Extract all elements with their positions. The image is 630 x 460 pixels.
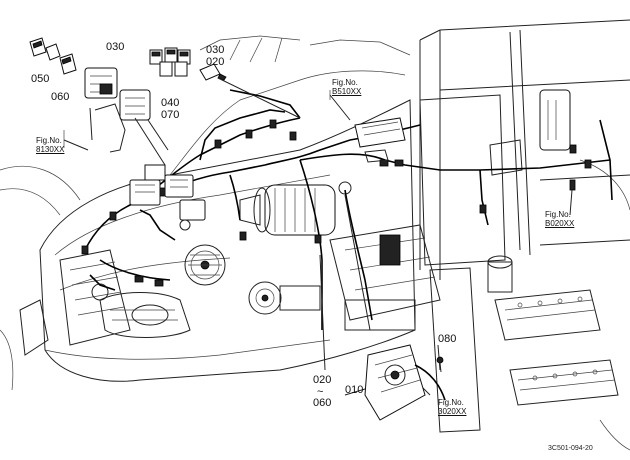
relays-040-070 <box>84 67 151 153</box>
starter-motor <box>239 181 352 236</box>
cab-structure <box>419 19 630 293</box>
part-label-030: 030 <box>106 41 125 53</box>
fig-ref-title: Fig.No. <box>438 398 464 407</box>
fig-ref-b020: Fig.No. B020XX <box>545 210 574 228</box>
door-handle <box>539 89 571 151</box>
relay-cluster <box>129 164 206 231</box>
leader-lines <box>63 94 573 396</box>
fig-ref-number: B020XX <box>545 219 575 228</box>
fig-ref-number: 3020XX <box>438 407 467 416</box>
range-tilde: ~ <box>317 386 324 398</box>
fig-ref-title: Fig.No. <box>36 136 62 145</box>
bolt-080 <box>436 356 444 364</box>
cab-steps <box>429 267 619 433</box>
headlight-left <box>99 292 191 338</box>
part-label-060-bottom: 060 <box>313 397 332 409</box>
fig-ref-title: Fig.No. <box>332 78 358 87</box>
work-light <box>489 139 523 176</box>
fig-ref-3020: Fig.No. 3020XX <box>438 398 466 416</box>
fig-ref-b510: Fig.No. B510XX <box>332 78 361 96</box>
part-label-020: 020 <box>206 56 225 68</box>
part-label-020-bottom: 020 <box>313 374 332 386</box>
fig-ref-title: Fig.No. <box>545 210 571 219</box>
harness-connectors <box>81 119 592 287</box>
starter-assembly-010 <box>364 344 446 421</box>
main-wiring-harness <box>84 89 613 330</box>
relays-030 <box>149 47 191 77</box>
compressor <box>248 281 321 315</box>
fuses-050-060 <box>29 37 77 75</box>
fig-ref-frames <box>63 90 331 148</box>
part-label-030-b: 030 <box>206 44 225 56</box>
front-grille <box>19 249 191 356</box>
fig-ref-number: 8130XX <box>36 145 65 154</box>
part-label-050: 050 <box>31 73 50 85</box>
fig-ref-number: B510XX <box>332 87 362 96</box>
part-label-080: 080 <box>438 333 457 345</box>
engine-block <box>329 224 441 331</box>
drawing-code: 3C501-094-20 <box>548 445 593 452</box>
part-label-060: 060 <box>51 91 70 103</box>
part-label-010: 010 <box>345 384 364 396</box>
b510-module <box>354 117 406 163</box>
alternator <box>184 244 226 286</box>
fig-ref-8130: Fig.No. 8130XX <box>36 136 64 154</box>
fuel-tank-cap <box>487 261 513 293</box>
tractor-hood <box>39 35 416 382</box>
diode-020 <box>199 63 301 119</box>
part-label-070: 070 <box>161 109 180 121</box>
part-label-040: 040 <box>161 97 180 109</box>
